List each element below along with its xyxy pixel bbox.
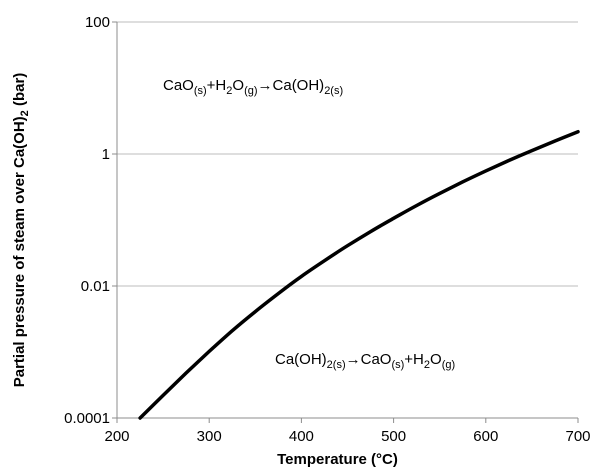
reaction-subscript: 2 <box>226 85 232 97</box>
y-axis-title-tail: (bar) <box>11 73 28 111</box>
axes <box>112 21 579 423</box>
y-axis-title-subscript: 2 <box>19 110 31 116</box>
series-group <box>138 129 580 420</box>
reaction-text: +H <box>404 351 424 368</box>
x-tick-label: 300 <box>197 428 222 445</box>
y-tick-label: 100 <box>85 14 110 31</box>
reaction-annotations: CaO(s)+H2O(g)→Ca(OH)2(s)Ca(OH)2(s)→CaO(s… <box>163 77 455 371</box>
reaction-subscript: 2 <box>424 359 430 371</box>
y-tick-label: 0.0001 <box>64 410 110 427</box>
reaction-subscript: 2(s) <box>327 359 346 371</box>
reaction-text: CaO <box>163 77 194 94</box>
reaction-dehydration: Ca(OH)2(s)→CaO(s)+H2O(g) <box>275 351 455 371</box>
reaction-text: →Ca(OH) <box>258 77 325 94</box>
x-tick-label: 600 <box>473 428 498 445</box>
y-axis-title: Partial pressure of steam over Ca(OH)2 (… <box>11 73 31 388</box>
x-tick-label: 200 <box>104 428 129 445</box>
y-axis-title-main: Partial pressure of steam over Ca(OH) <box>11 116 28 387</box>
reaction-subscript: (s) <box>391 359 404 371</box>
reaction-subscript: (g) <box>442 359 455 371</box>
series-line <box>138 129 580 420</box>
y-tick-labels: 0.0001 0.01 1 100 <box>64 14 110 427</box>
reaction-text: O <box>430 351 442 368</box>
x-tick-labels: 200 300 400 500 600 700 <box>104 428 590 445</box>
y-tick-label: 1 <box>102 146 110 163</box>
x-tick-label: 700 <box>565 428 590 445</box>
x-axis-title: Temperature (°C) <box>277 451 398 468</box>
x-tick-label: 400 <box>289 428 314 445</box>
gridlines <box>117 21 578 287</box>
reaction-subscript: 2(s) <box>324 85 343 97</box>
reaction-text: →CaO <box>346 351 392 368</box>
reaction-hydration: CaO(s)+H2O(g)→Ca(OH)2(s) <box>163 77 343 97</box>
reaction-subscript: (g) <box>244 85 257 97</box>
y-tick-label: 0.01 <box>81 278 110 295</box>
reaction-text: Ca(OH) <box>275 351 327 368</box>
reaction-text: +H <box>207 77 227 94</box>
reaction-text: O <box>232 77 244 94</box>
reaction-subscript: (s) <box>194 85 207 97</box>
x-tick-label: 500 <box>381 428 406 445</box>
